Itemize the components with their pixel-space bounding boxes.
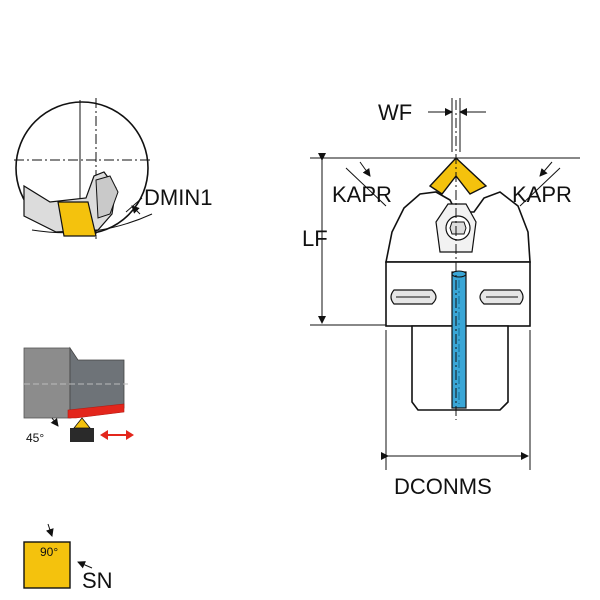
angle-90-label: 90° <box>40 545 58 559</box>
angle-45-label: 45° <box>26 431 44 445</box>
lf-label: LF <box>302 226 328 251</box>
sn-label: SN <box>82 568 113 593</box>
kapr-left-label: KAPR <box>332 182 392 207</box>
dconms-label: DCONMS <box>394 474 492 499</box>
main-view <box>310 98 580 470</box>
double-headed-arrow-icon <box>100 430 134 440</box>
kapr-right-label: KAPR <box>512 182 572 207</box>
insert-shape-view <box>23 523 93 589</box>
dmin1-label: DMIN1 <box>144 185 212 210</box>
detail-view <box>14 98 153 240</box>
wf-label: WF <box>378 100 412 125</box>
side-profile-view <box>23 346 134 442</box>
